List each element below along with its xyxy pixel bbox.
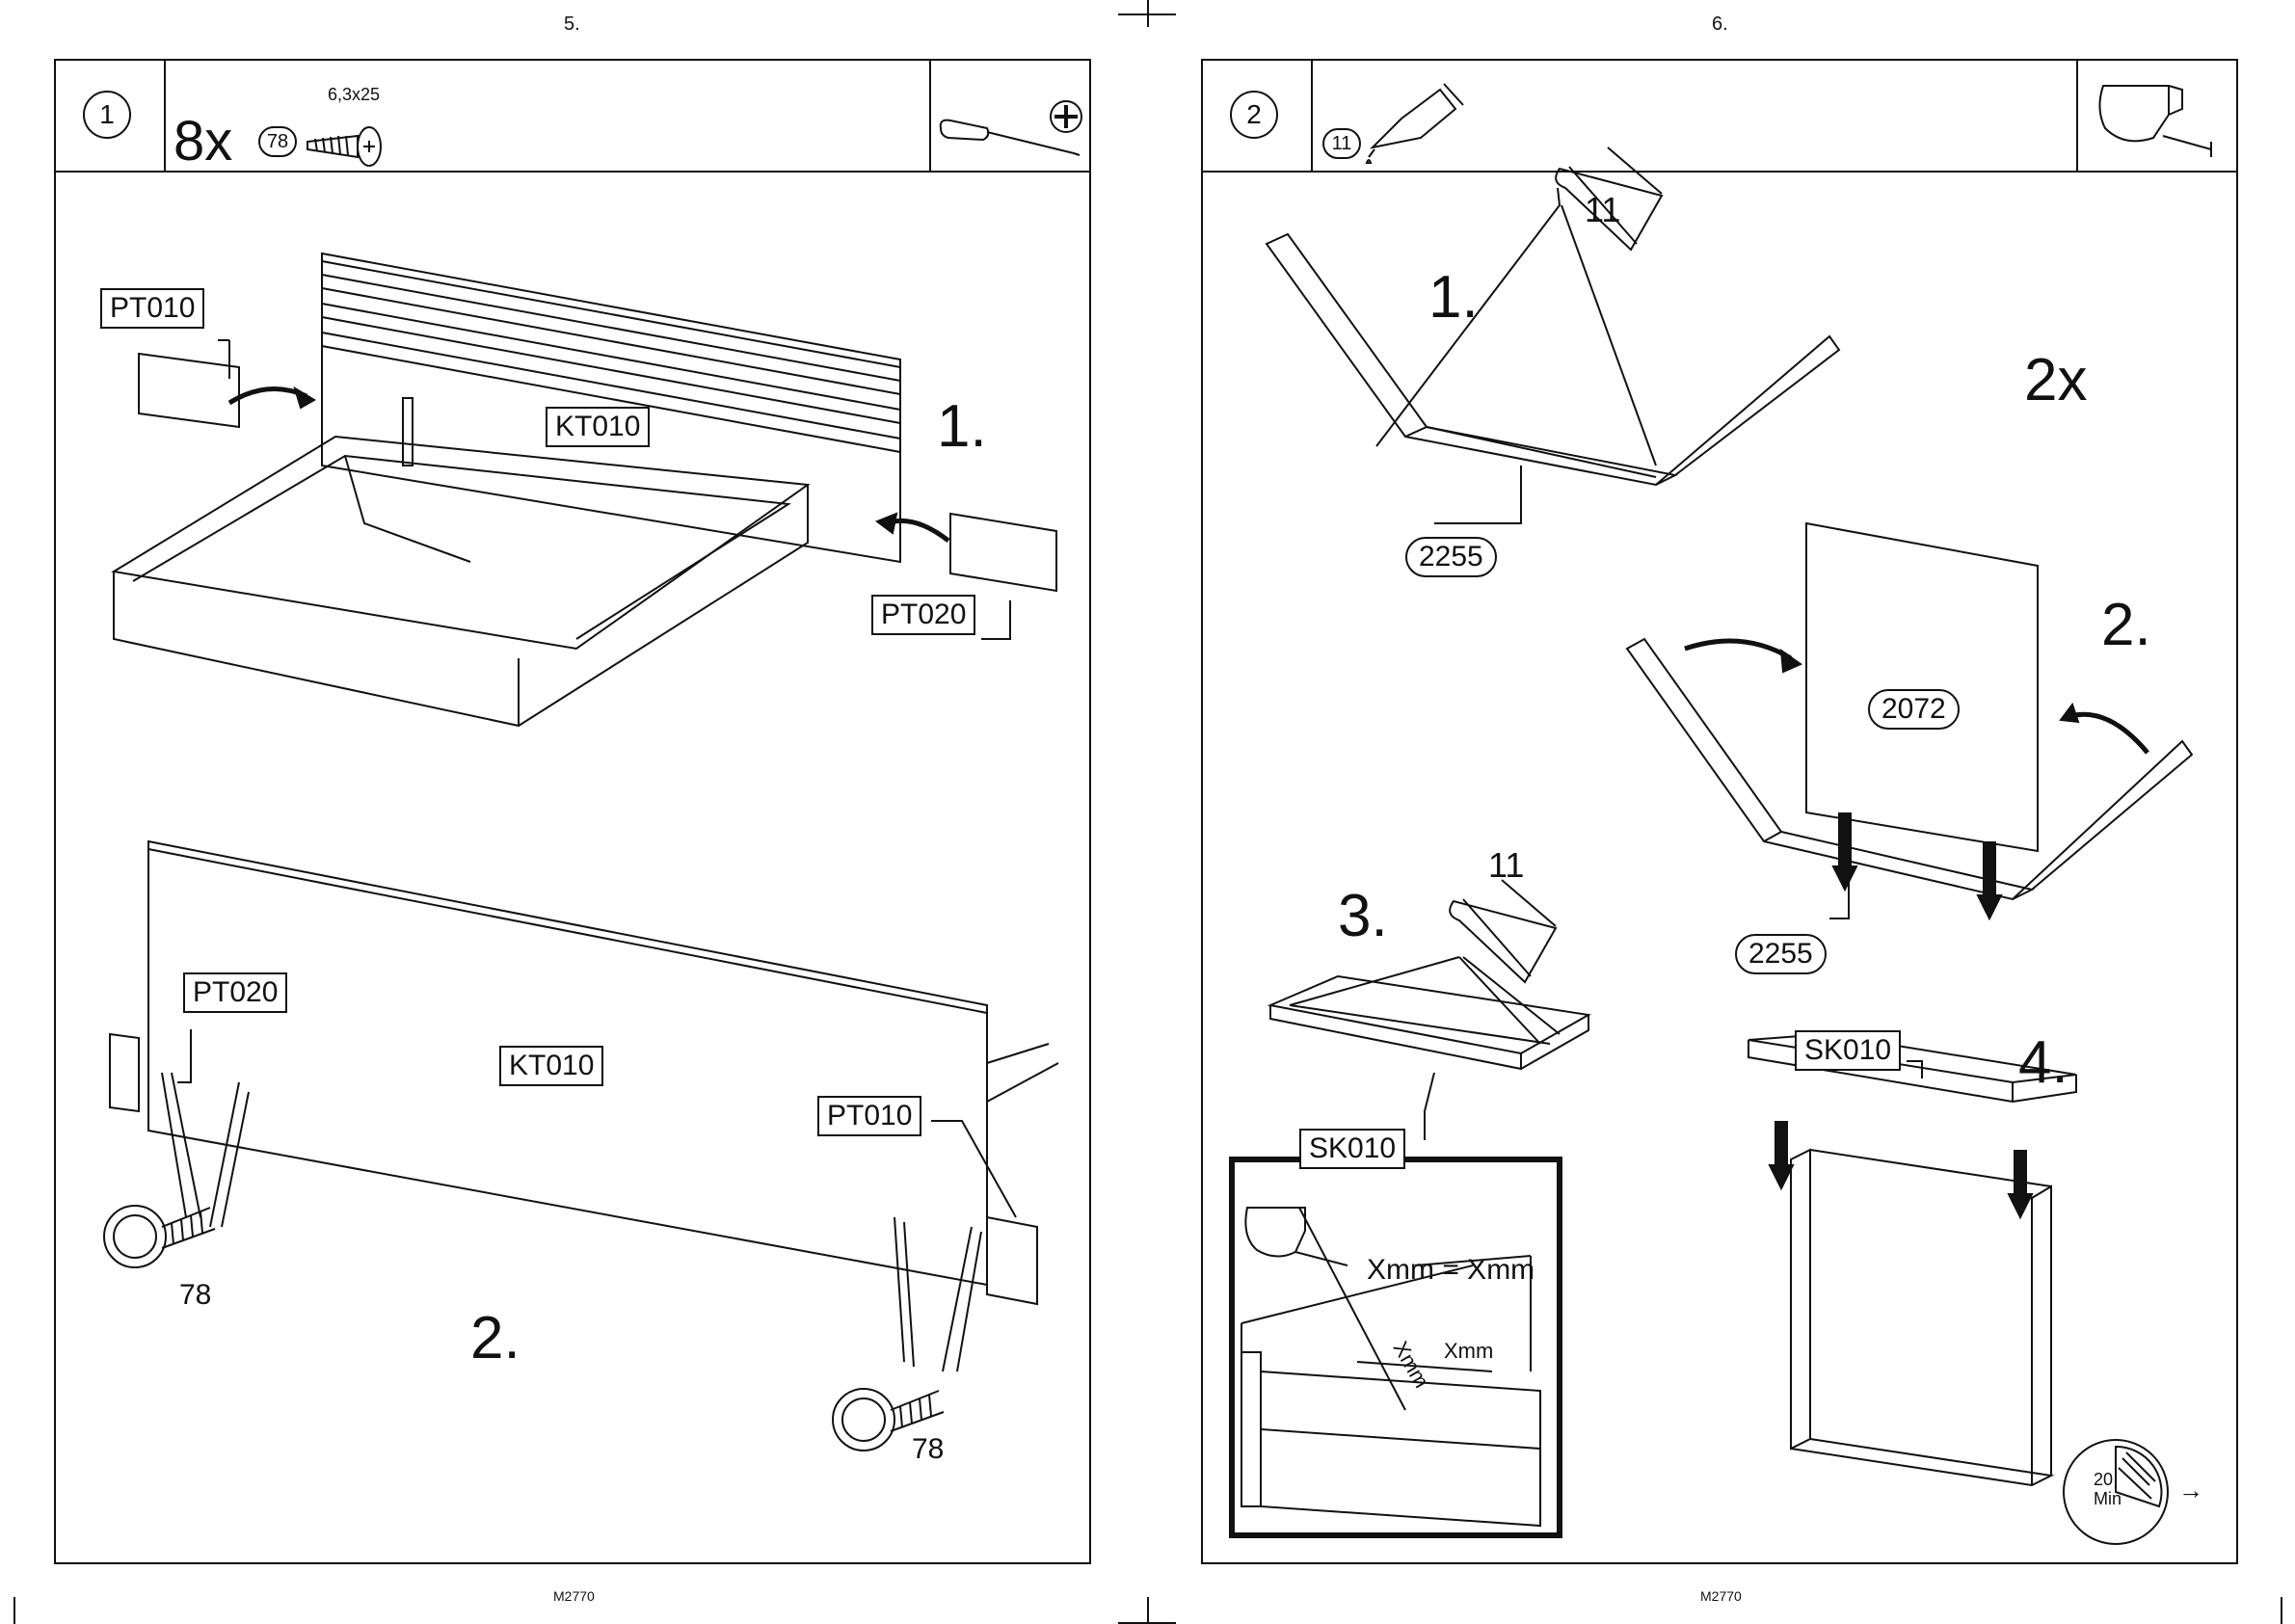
part-label-sk010: SK010	[1299, 1129, 1405, 1169]
sub-step-2: 2.	[2101, 591, 2151, 659]
part-label-2072: 2072	[1868, 689, 1960, 730]
page-number: 5.	[564, 13, 580, 36]
timer-value: 20	[2094, 1470, 2113, 1490]
part-label-pt010: PT010	[100, 288, 204, 329]
multiplier: 2x	[2024, 346, 2087, 414]
page-number: 6.	[1712, 13, 1728, 36]
crop-mark	[1118, 13, 1176, 15]
glue-label: 11	[1488, 845, 1524, 886]
document-code: M2770	[1700, 1588, 1742, 1604]
sub-step-4: 4.	[2018, 1028, 2068, 1097]
part-label-kt010: KT010	[546, 407, 650, 447]
crop-mark	[1147, 1597, 1149, 1624]
measure-equation: Xmm = Xmm	[1367, 1254, 1534, 1287]
instruction-panel-step-2: 2 11	[1201, 59, 2238, 1564]
bed-frame-assembly-drawing	[56, 61, 1093, 1566]
dimension-label: Xmm	[1444, 1339, 1493, 1364]
cabinet-assembly-drawing	[1203, 61, 2240, 1566]
glue-label: 11	[1585, 190, 1620, 230]
screw-icon-left	[104, 1206, 215, 1267]
screw-reference: 78	[179, 1279, 211, 1312]
part-label-pt020: PT020	[183, 972, 287, 1013]
part-label-kt010: KT010	[499, 1046, 603, 1086]
instruction-panel-step-1: 1 8x 78 6,3x25	[54, 59, 1091, 1564]
screw-reference: 78	[912, 1433, 944, 1466]
timer-unit: Min	[2094, 1489, 2122, 1509]
part-label-2255: 2255	[1735, 934, 1827, 974]
crop-mark	[13, 1597, 15, 1624]
sub-step-2: 2.	[470, 1304, 520, 1372]
next-arrow-icon: →	[2178, 1476, 2203, 1505]
crop-mark	[2281, 1597, 2282, 1624]
part-label-2255: 2255	[1405, 537, 1497, 577]
part-label-pt010: PT010	[817, 1096, 921, 1136]
sub-step-1: 1.	[937, 392, 987, 461]
part-label-sk010: SK010	[1795, 1030, 1901, 1071]
sub-step-1: 1.	[1428, 263, 1479, 332]
document-code: M2770	[553, 1588, 595, 1604]
sub-step-3: 3.	[1338, 882, 1388, 950]
part-label-pt020: PT020	[871, 595, 975, 635]
